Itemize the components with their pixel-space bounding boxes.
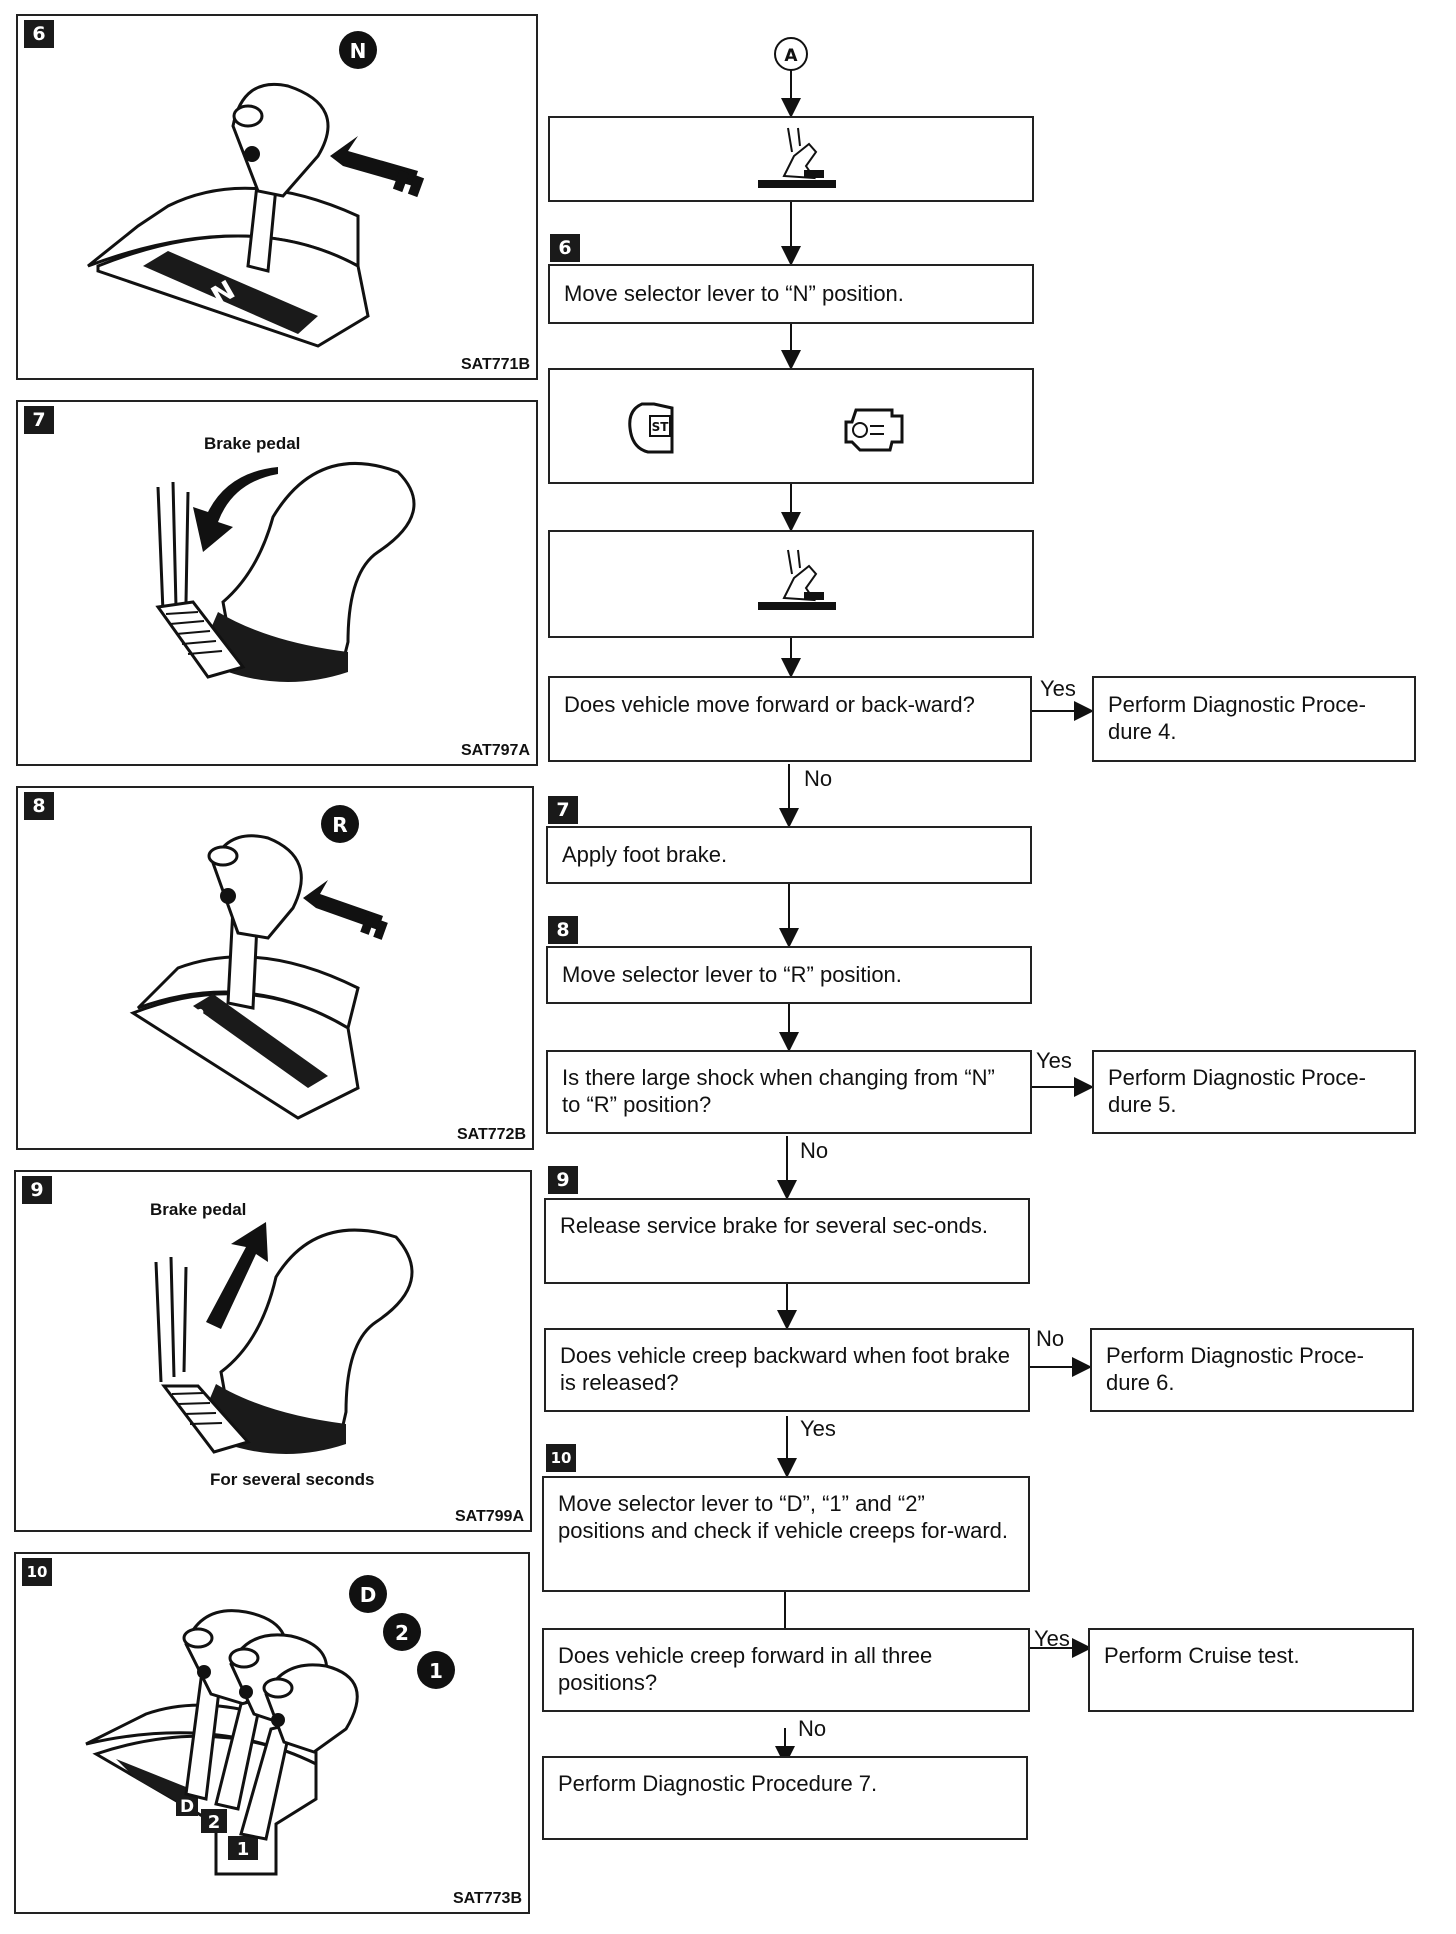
foot-release-brake-illustration [154, 1222, 414, 1454]
brake-pedal-caption: Brake pedal [204, 434, 301, 453]
foot-on-pedal-icon-box [548, 116, 1034, 202]
step-badge: 6 [24, 20, 54, 48]
position-2-badge: 2 [395, 1621, 409, 1645]
svg-text:ST: ST [652, 420, 670, 434]
yes-label: Yes [1040, 676, 1076, 701]
step-badge-8: 8 [548, 916, 578, 944]
step-8-box: Move selector lever to “R” position. [546, 946, 1032, 1004]
gear-indicator-2: 2 [208, 1812, 221, 1833]
selector-lever-r-illustration: R R [129, 805, 388, 1120]
result-procedure-4-box: Perform Diagnostic Proce-dure 4. [1092, 676, 1416, 762]
step-10-box: Move selector lever to “D”, “1” and “2” … [542, 1476, 1030, 1592]
step-badge: 10 [22, 1558, 52, 1586]
foot-press-brake-illustration [155, 461, 416, 682]
step-7-box: Apply foot brake. [546, 826, 1032, 884]
no-label: No [798, 1716, 827, 1741]
yes-label: Yes [1036, 1048, 1072, 1073]
question-creep-backward-box: Does vehicle creep backward when foot br… [544, 1328, 1030, 1412]
foot-on-pedal-icon-box-2 [548, 530, 1034, 638]
figure-code: SAT771B [460, 356, 530, 373]
no-label: No [1036, 1326, 1065, 1351]
foot-on-brake-icon [758, 549, 836, 610]
ignition-start-icon: ST [628, 402, 674, 454]
question-move-box: Does vehicle move forward or back-ward? [548, 676, 1032, 762]
foot-on-brake-icon [758, 127, 836, 188]
result-procedure-7-box: Perform Diagnostic Procedure 7. [542, 1756, 1028, 1840]
illustration-panel-step-7: 7 Brake pedal SAT797A [16, 400, 538, 766]
start-engine-icon-box: ST [548, 368, 1034, 484]
yes-label: Yes [1034, 1626, 1070, 1651]
step-badge-7: 7 [548, 796, 578, 824]
position-r-badge: R [332, 813, 347, 837]
connector-a-label: A [784, 46, 798, 66]
step-badge-6: 6 [550, 234, 580, 262]
figure-code: SAT772B [456, 1126, 526, 1143]
selector-lever-n-illustration: N N [87, 31, 425, 348]
position-d-badge: D [360, 1583, 377, 1607]
engine-icon [844, 408, 904, 452]
selector-lever-d21-illustration: D 2 1 D 2 1 [85, 1575, 455, 1876]
illustration-panel-step-9: 9 Brake pedal For several seconds SAT799… [14, 1170, 532, 1532]
position-1-badge: 1 [429, 1659, 443, 1683]
figure-code: SAT773B [452, 1890, 522, 1907]
step-badge: 7 [24, 406, 54, 434]
figure-code: SAT799A [454, 1508, 524, 1525]
figure-code: SAT797A [460, 742, 530, 759]
illustration-panel-step-8: 8 R R SAT772B [16, 786, 534, 1150]
result-procedure-5-box: Perform Diagnostic Proce-dure 5. [1092, 1050, 1416, 1134]
step-6-box: Move selector lever to “N” position. [548, 264, 1034, 324]
question-creep-forward-box: Does vehicle creep forward in all three … [542, 1628, 1030, 1712]
step-badge: 9 [22, 1176, 52, 1204]
step-badge-10: 10 [546, 1444, 576, 1472]
step-badge-9: 9 [548, 1166, 578, 1194]
step-badge: 8 [24, 792, 54, 820]
illustration-panel-step-10: 10 D 2 1 D 2 1 SAT773B [14, 1552, 530, 1914]
gear-indicator-1: 1 [237, 1839, 250, 1860]
position-n-badge: N [350, 39, 367, 63]
no-label: No [800, 1138, 829, 1163]
result-procedure-6-box: Perform Diagnostic Proce-dure 6. [1090, 1328, 1414, 1412]
duration-caption: For several seconds [210, 1470, 375, 1489]
yes-label: Yes [800, 1416, 836, 1441]
gear-indicator-d: D [180, 1797, 194, 1817]
illustration-panel-step-6: 6 N N SAT771B [16, 14, 538, 380]
result-cruise-test-box: Perform Cruise test. [1088, 1628, 1414, 1712]
no-label: No [804, 766, 833, 791]
step-9-box: Release service brake for several sec-on… [544, 1198, 1030, 1284]
brake-pedal-caption: Brake pedal [150, 1200, 247, 1219]
question-shock-box: Is there large shock when changing from … [546, 1050, 1032, 1134]
